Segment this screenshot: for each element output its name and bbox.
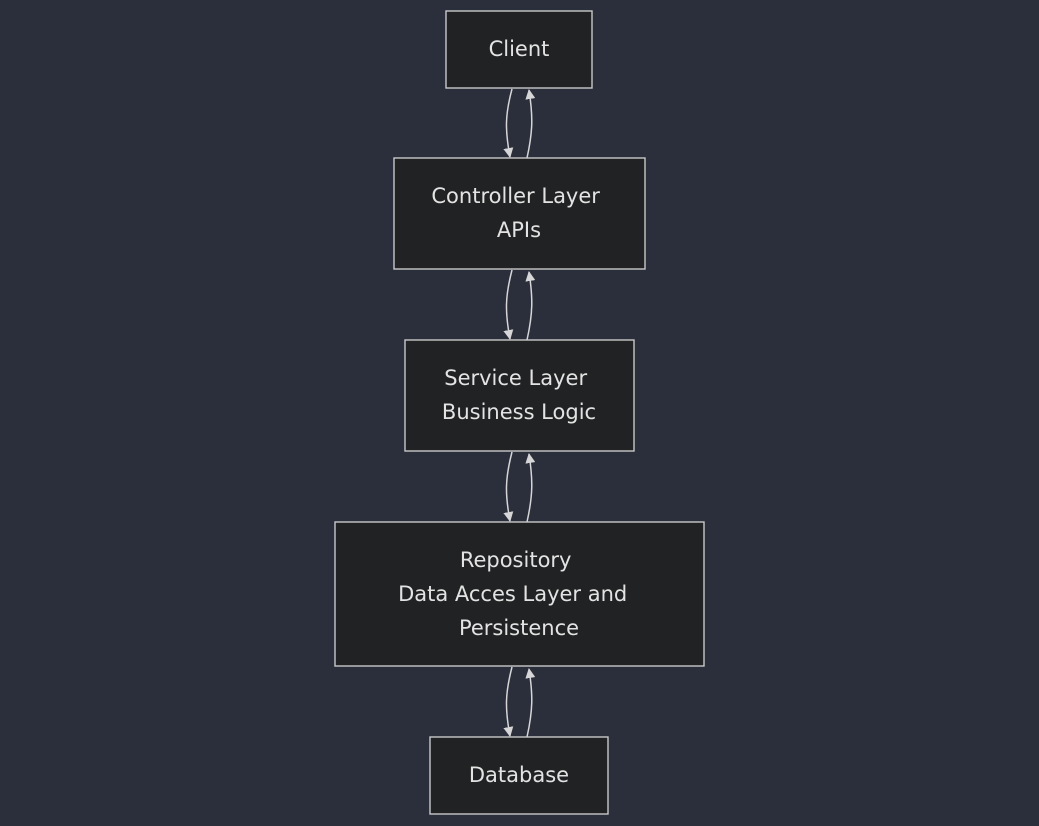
node-client-label: Client: [489, 37, 550, 61]
node-repository: Repository Data Acces Layer and Persiste…: [334, 521, 705, 667]
node-controller-title: Controller Layer: [431, 184, 600, 208]
edge-database-to-repository: [525, 668, 536, 738]
svg-text:Controller Layer APIs: Controller Layer APIs: [431, 184, 606, 242]
node-database-box: [429, 736, 609, 815]
node-service-box: [404, 339, 635, 452]
node-repository-box: [334, 521, 705, 667]
edge-client-to-controller: [503, 88, 514, 158]
node-service-title: Service Layer: [444, 366, 587, 390]
edge-service-to-controller: [525, 271, 536, 341]
edge-repository-to-service: [525, 453, 536, 523]
node-database: Database: [429, 736, 609, 815]
node-repository-subtitle-line1: Data Acces Layer and: [398, 582, 627, 606]
svg-text:Client: Client: [489, 37, 550, 61]
node-repository-subtitle-line2: Persistence: [459, 616, 579, 640]
edge-service-to-repository: [503, 451, 514, 522]
node-service-layer: Service Layer Business Logic: [404, 339, 635, 452]
edges: [503, 88, 536, 738]
node-client: Client: [445, 10, 593, 89]
node-database-label: Database: [469, 763, 569, 787]
node-client-box: [445, 10, 593, 89]
svg-text:Database: Database: [469, 763, 569, 787]
node-controller-subtitle: APIs: [497, 218, 541, 242]
node-controller-layer: Controller Layer APIs: [393, 157, 646, 270]
edge-controller-to-client: [525, 89, 536, 159]
edge-controller-to-service: [503, 269, 514, 340]
node-repository-title: Repository: [460, 548, 572, 572]
svg-text:Repository Data Acces La: Repository Data Acces Layer and Persiste…: [398, 548, 634, 640]
svg-text:Service Layer Business L: Service Layer Business Logic: [442, 366, 596, 424]
edge-repository-to-database: [503, 666, 514, 737]
node-controller-box: [393, 157, 646, 270]
node-service-subtitle: Business Logic: [442, 400, 596, 424]
